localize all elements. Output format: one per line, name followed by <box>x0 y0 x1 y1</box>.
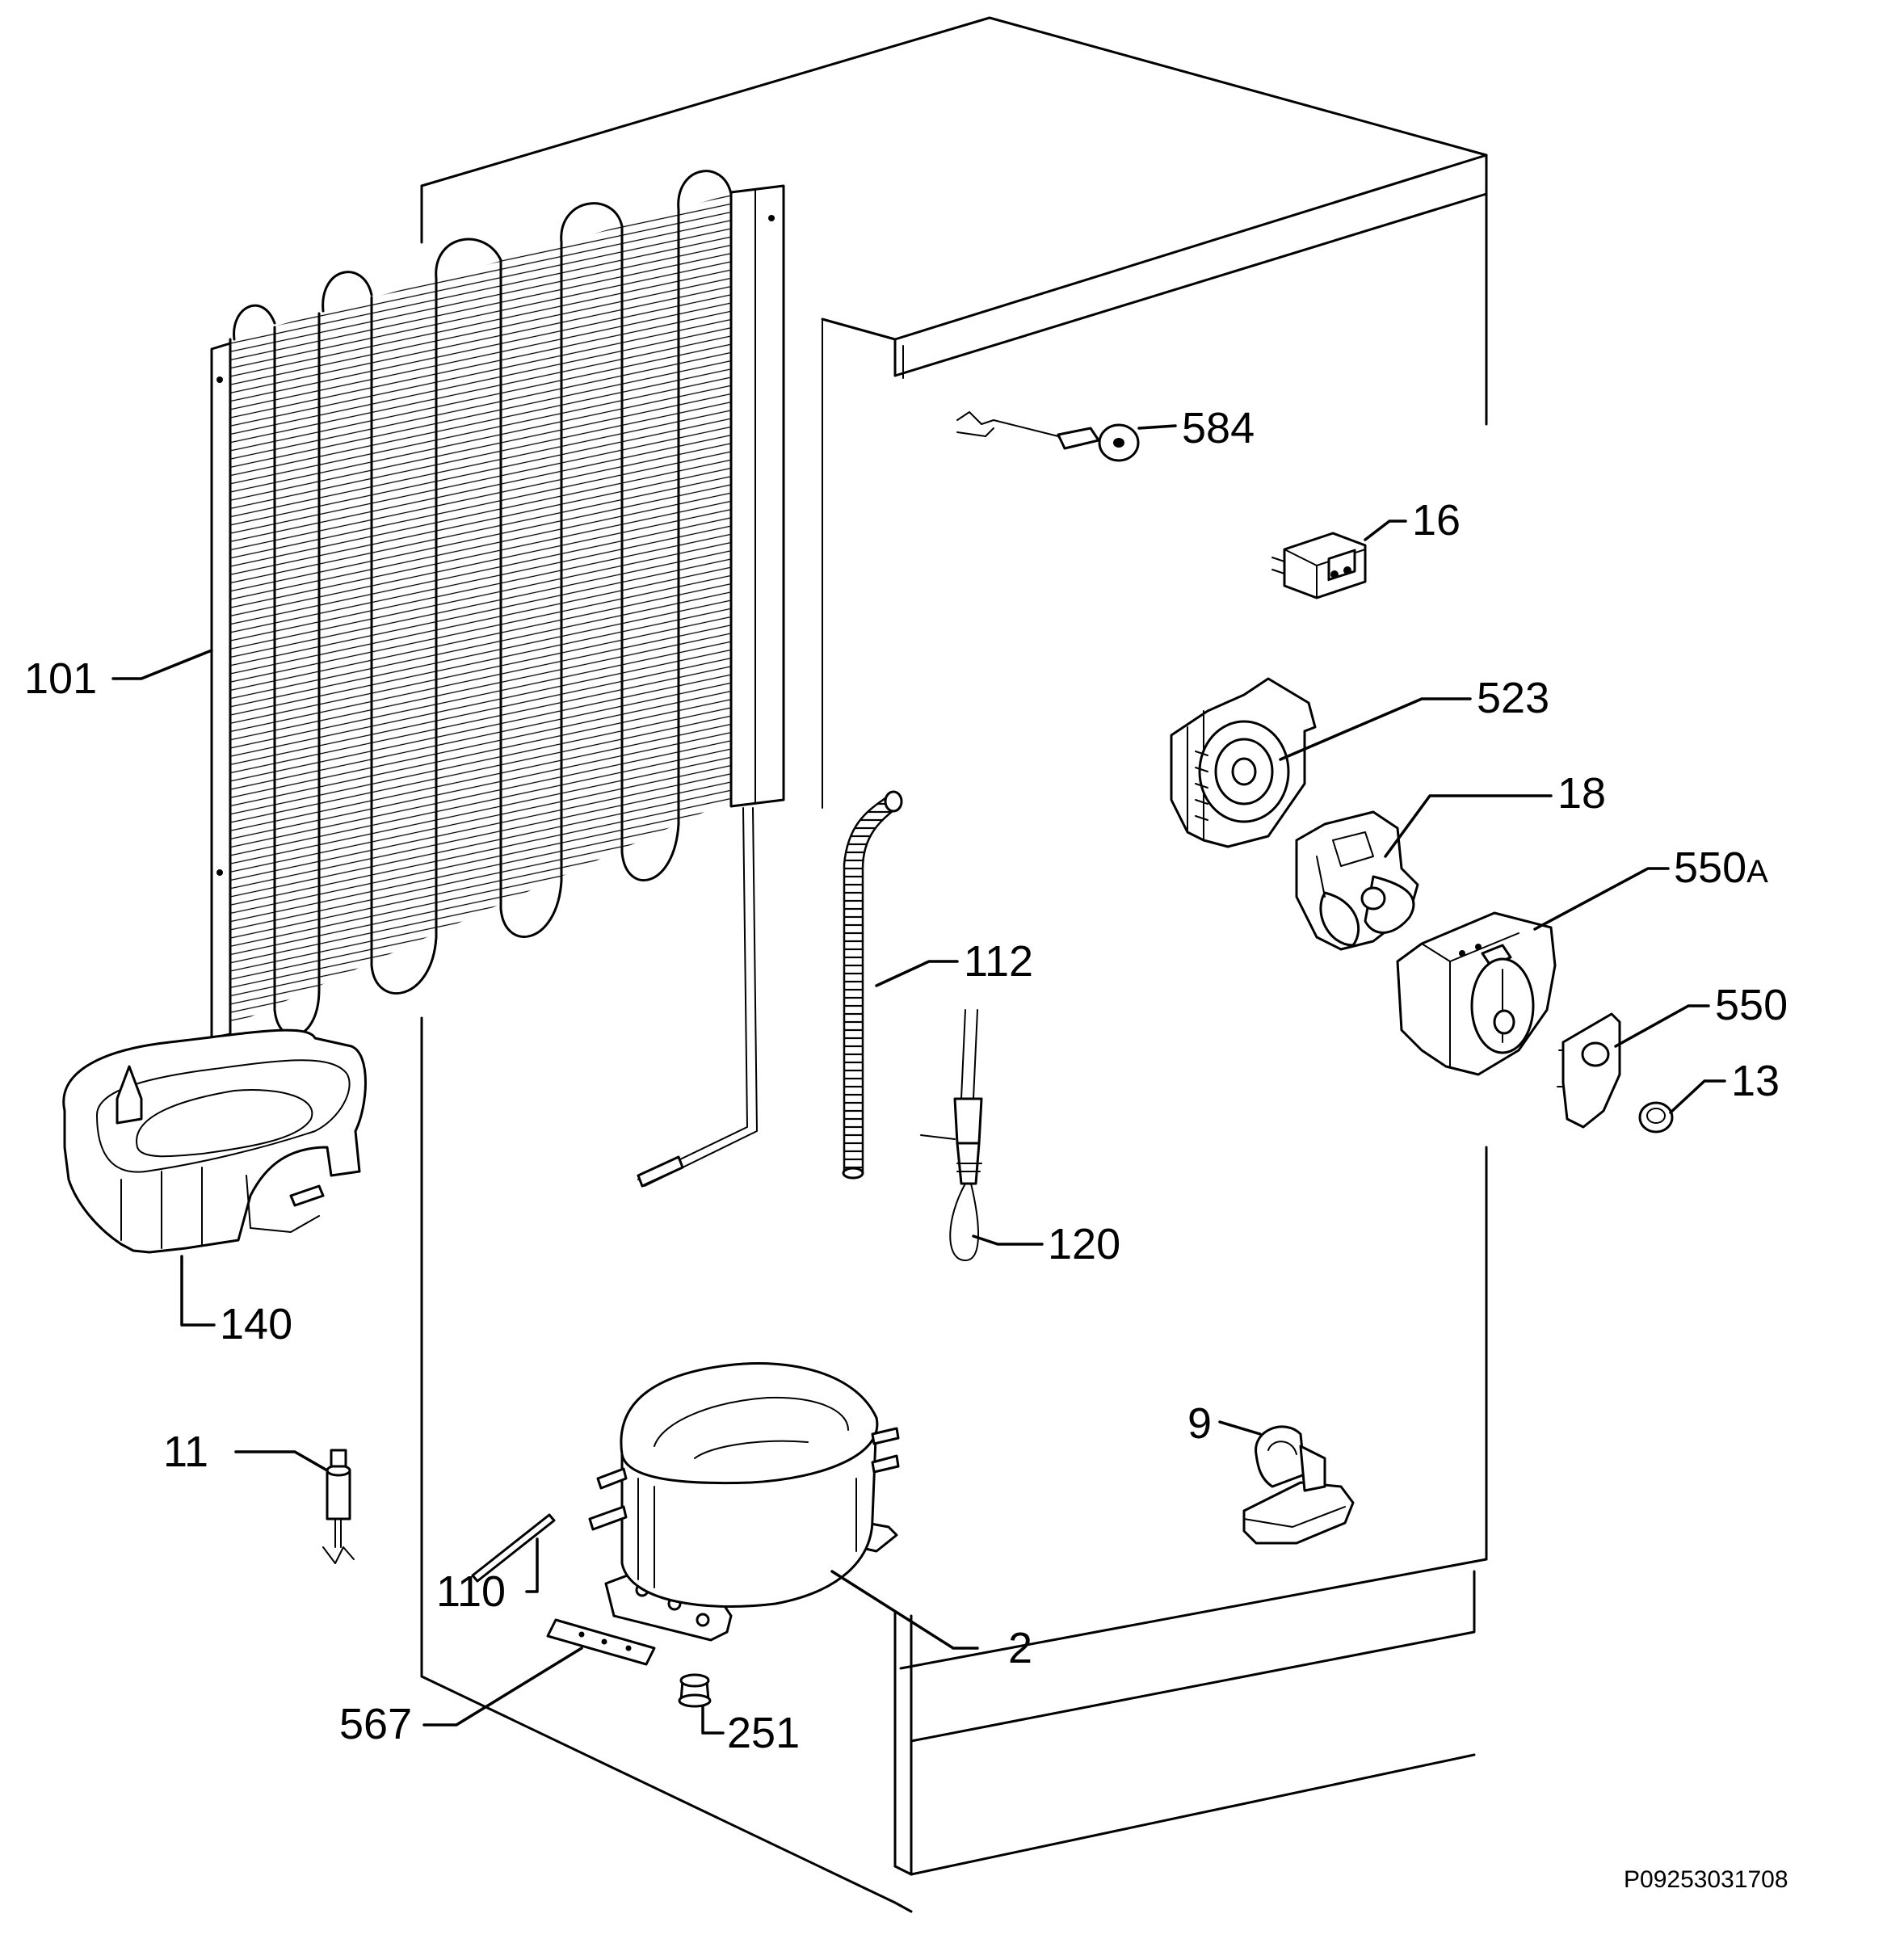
label-2: 2 <box>1008 1624 1032 1672</box>
fridge-cabinet <box>420 16 1488 1913</box>
label-16: 16 <box>1412 496 1461 545</box>
label-550: 550 <box>1715 981 1788 1029</box>
part-labels: 584 16 101 523 18 550A 112 550 13 120 14… <box>24 404 1788 1893</box>
knob-part <box>1638 1101 1674 1134</box>
label-13: 13 <box>1731 1057 1780 1105</box>
drawing-code: P09253031708 <box>1624 1866 1788 1893</box>
label-112: 112 <box>964 937 1033 986</box>
label-567: 567 <box>339 1700 412 1748</box>
label-584: 584 <box>1182 404 1255 452</box>
leader-lines <box>111 424 1726 1735</box>
label-11: 11 <box>163 1428 208 1476</box>
label-251: 251 <box>727 1709 800 1757</box>
lamp-cover-housing-part <box>1396 911 1557 1076</box>
thermostat-sensor-part <box>956 411 1140 462</box>
label-9: 9 <box>1187 1399 1212 1448</box>
switch-part <box>1271 532 1367 599</box>
lamp-holder-part <box>1295 810 1419 951</box>
label-110: 110 <box>436 1567 506 1616</box>
rod-part <box>471 1513 556 1583</box>
drip-tray-part <box>62 1028 367 1254</box>
start-relay-part <box>322 1449 355 1564</box>
label-18: 18 <box>1557 769 1606 818</box>
lamp-housing-part <box>1170 677 1317 848</box>
label-550a: 550A <box>1674 843 1768 892</box>
heater-cable-part <box>920 1009 983 1261</box>
label-120: 120 <box>1048 1220 1120 1268</box>
small-cover-part <box>1557 1012 1621 1129</box>
compressor-part <box>588 1362 900 1642</box>
label-140: 140 <box>220 1300 292 1348</box>
mounting-plate-part <box>546 1618 656 1666</box>
drain-hose-part <box>842 790 903 1180</box>
label-101: 101 <box>24 654 97 703</box>
label-523: 523 <box>1477 674 1549 722</box>
grommet-part <box>678 1673 712 1708</box>
cable-clamp-part <box>1242 1425 1355 1545</box>
